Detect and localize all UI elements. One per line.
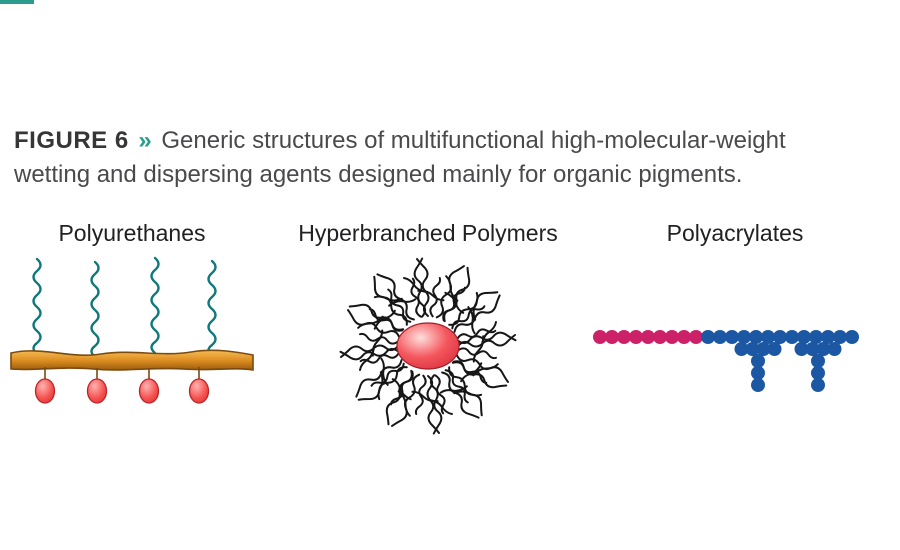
monomer-dot (797, 330, 811, 344)
monomer-dot (833, 330, 847, 344)
anchor-group-droplet (86, 378, 108, 404)
monomer-dot (737, 330, 751, 344)
peg-chain-coil (32, 257, 42, 356)
monomer-dot (593, 330, 607, 344)
monomer-dot (794, 342, 809, 356)
monomer-dot (605, 330, 619, 344)
figure-label: FIGURE 6 (14, 127, 129, 154)
monomer-dot (756, 342, 771, 356)
monomer-dot (734, 342, 749, 356)
figure-caption-line1: Generic structures of multifunctional hi… (161, 127, 786, 154)
monomer-dot (811, 378, 825, 392)
monomer-dot (785, 330, 799, 344)
monomer-dot (811, 366, 825, 380)
anchor-group-droplet (188, 378, 210, 404)
polymer-branch (358, 332, 400, 346)
monomer-dot (751, 366, 765, 380)
monomer-dot (745, 342, 760, 356)
top-accent-bar (0, 0, 34, 4)
monomer-dot (809, 330, 823, 344)
monomer-dot (713, 330, 727, 344)
peg-chain-coil (150, 256, 160, 355)
binder-backbone-bar (10, 349, 254, 371)
anchor-group-droplet (34, 378, 56, 404)
monomer-dot (845, 330, 859, 344)
polyacrylates-diagram (593, 330, 859, 392)
monomer-dot (725, 330, 739, 344)
monomer-dot (751, 354, 765, 368)
polymer-branch (414, 374, 428, 416)
monomer-dot (827, 342, 842, 356)
polyurethanes-diagram (10, 256, 254, 404)
monomer-dot (749, 330, 763, 344)
hyperbranched-diagram (337, 255, 519, 437)
monomer-dot (689, 330, 703, 344)
panel-hyperbranched: Hyperbranched Polymers (268, 220, 588, 441)
monomer-dot (767, 342, 782, 356)
monomer-dot (805, 342, 820, 356)
monomer-dot (811, 354, 825, 368)
polymer-branch (456, 346, 498, 360)
monomer-dot (751, 378, 765, 392)
monomer-dot (821, 330, 835, 344)
polymer-chain (593, 330, 859, 392)
caption-arrow-icon: » (138, 127, 152, 154)
monomer-dot (653, 330, 667, 344)
monomer-dot (816, 342, 831, 356)
anchor-group-droplet (138, 378, 160, 404)
monomer-dot (629, 330, 643, 344)
polymer-branch (428, 276, 442, 318)
peg-chain-coil (207, 259, 217, 358)
panel-title-polyacrylates: Polyacrylates (666, 220, 804, 246)
monomer-dot (641, 330, 655, 344)
panel-title-hyperbranched: Hyperbranched Polymers (298, 220, 558, 246)
figure-caption: FIGURE 6 » Generic structures of multifu… (14, 124, 894, 192)
monomer-dot (617, 330, 631, 344)
monomer-dot (773, 330, 787, 344)
monomer-dot (665, 330, 679, 344)
panel-title-polyurethanes: Polyurethanes (58, 220, 206, 246)
polymer-core (396, 322, 460, 370)
monomer-dot (701, 330, 715, 344)
panel-polyacrylates: Polyacrylates (582, 220, 888, 421)
figure-caption-line2: wetting and dispersing agents designed m… (14, 161, 743, 188)
monomer-dot (761, 330, 775, 344)
monomer-dot (677, 330, 691, 344)
panel-polyurethanes: Polyurethanes (6, 220, 258, 411)
peg-chain-coil (90, 260, 100, 359)
